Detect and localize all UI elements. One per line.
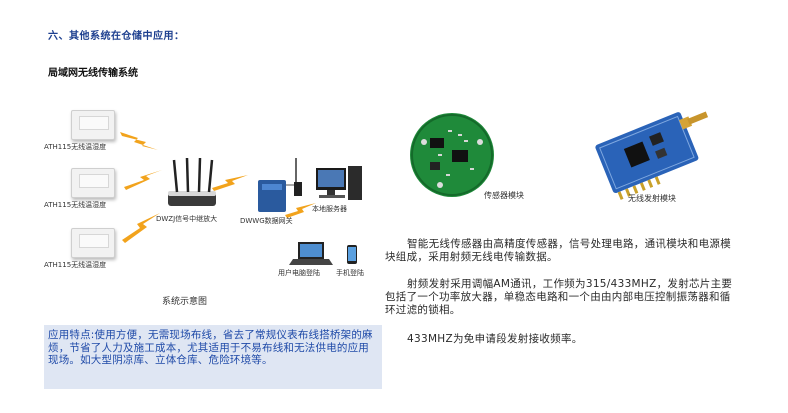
diagram-caption: 系统示意图 [162, 297, 208, 307]
phone-label: 手机登陆 [336, 269, 364, 277]
signal-lightning-icon [124, 170, 162, 190]
gateway-label: DWWG数据网关 [240, 217, 293, 225]
signal-lightning-icon [122, 213, 160, 243]
laptop-label: 用户电脑登陆 [278, 269, 320, 277]
sensor-module-board-icon [410, 113, 494, 197]
relay-label: DWZJ信号中继放大 [156, 215, 218, 223]
sensor-label: ATH115无线温湿度 [44, 201, 107, 209]
sensor-label: ATH115无线温湿度 [44, 143, 107, 151]
laptop-icon [289, 242, 333, 265]
diagram-subheading: 局域网无线传输系统 [48, 68, 138, 79]
paragraph-frequency-note: 433MHZ为免申请段发射接收频率。 [407, 333, 583, 345]
sensor-label: ATH115无线温湿度 [44, 261, 107, 269]
features-text: 应用特点:使用方便，无需现场布线，省去了常规仪表布线搭桥架的麻烦，节省了人力及施… [48, 329, 373, 366]
paragraph-sensor-composition: 智能无线传感器由高精度传感器，信号处理电路，通讯模块和电源模块组成，采用射频无线… [385, 238, 731, 263]
server-computer-icon [316, 166, 362, 200]
signal-lightning-icon [120, 132, 158, 150]
server-label: 本地服务器 [312, 205, 347, 213]
relay-router-icon [168, 157, 216, 206]
features-box: 应用特点:使用方便，无需现场布线，省去了常规仪表布线搭桥架的麻烦，节省了人力及施… [44, 325, 382, 389]
gateway-device-icon [258, 158, 302, 212]
signal-lightning-icon [285, 203, 316, 218]
mobile-phone-icon [347, 245, 357, 264]
paragraph-rf-transmission: 射频发射采用调幅AM通讯，工作频为315/433MHZ，发射芯片主要包括了一个功… [385, 278, 733, 316]
sensor-module-label: 传感器模块 [484, 191, 524, 200]
diagram-graphics [120, 132, 362, 265]
transmitter-module-board-icon [595, 111, 709, 200]
signal-lightning-icon [212, 175, 248, 191]
sensor-device-icon [71, 228, 115, 258]
sensor-device-icon [71, 110, 115, 140]
sensor-device-icon [71, 168, 115, 198]
section-heading: 六、其他系统在仓储中应用： [48, 31, 185, 42]
transmitter-module-label: 无线发射模块 [628, 194, 676, 203]
module-photos [410, 111, 709, 200]
system-diagram: ATH115无线温湿度 ATH115无线温湿度 ATH115无线温湿度 [40, 100, 380, 310]
